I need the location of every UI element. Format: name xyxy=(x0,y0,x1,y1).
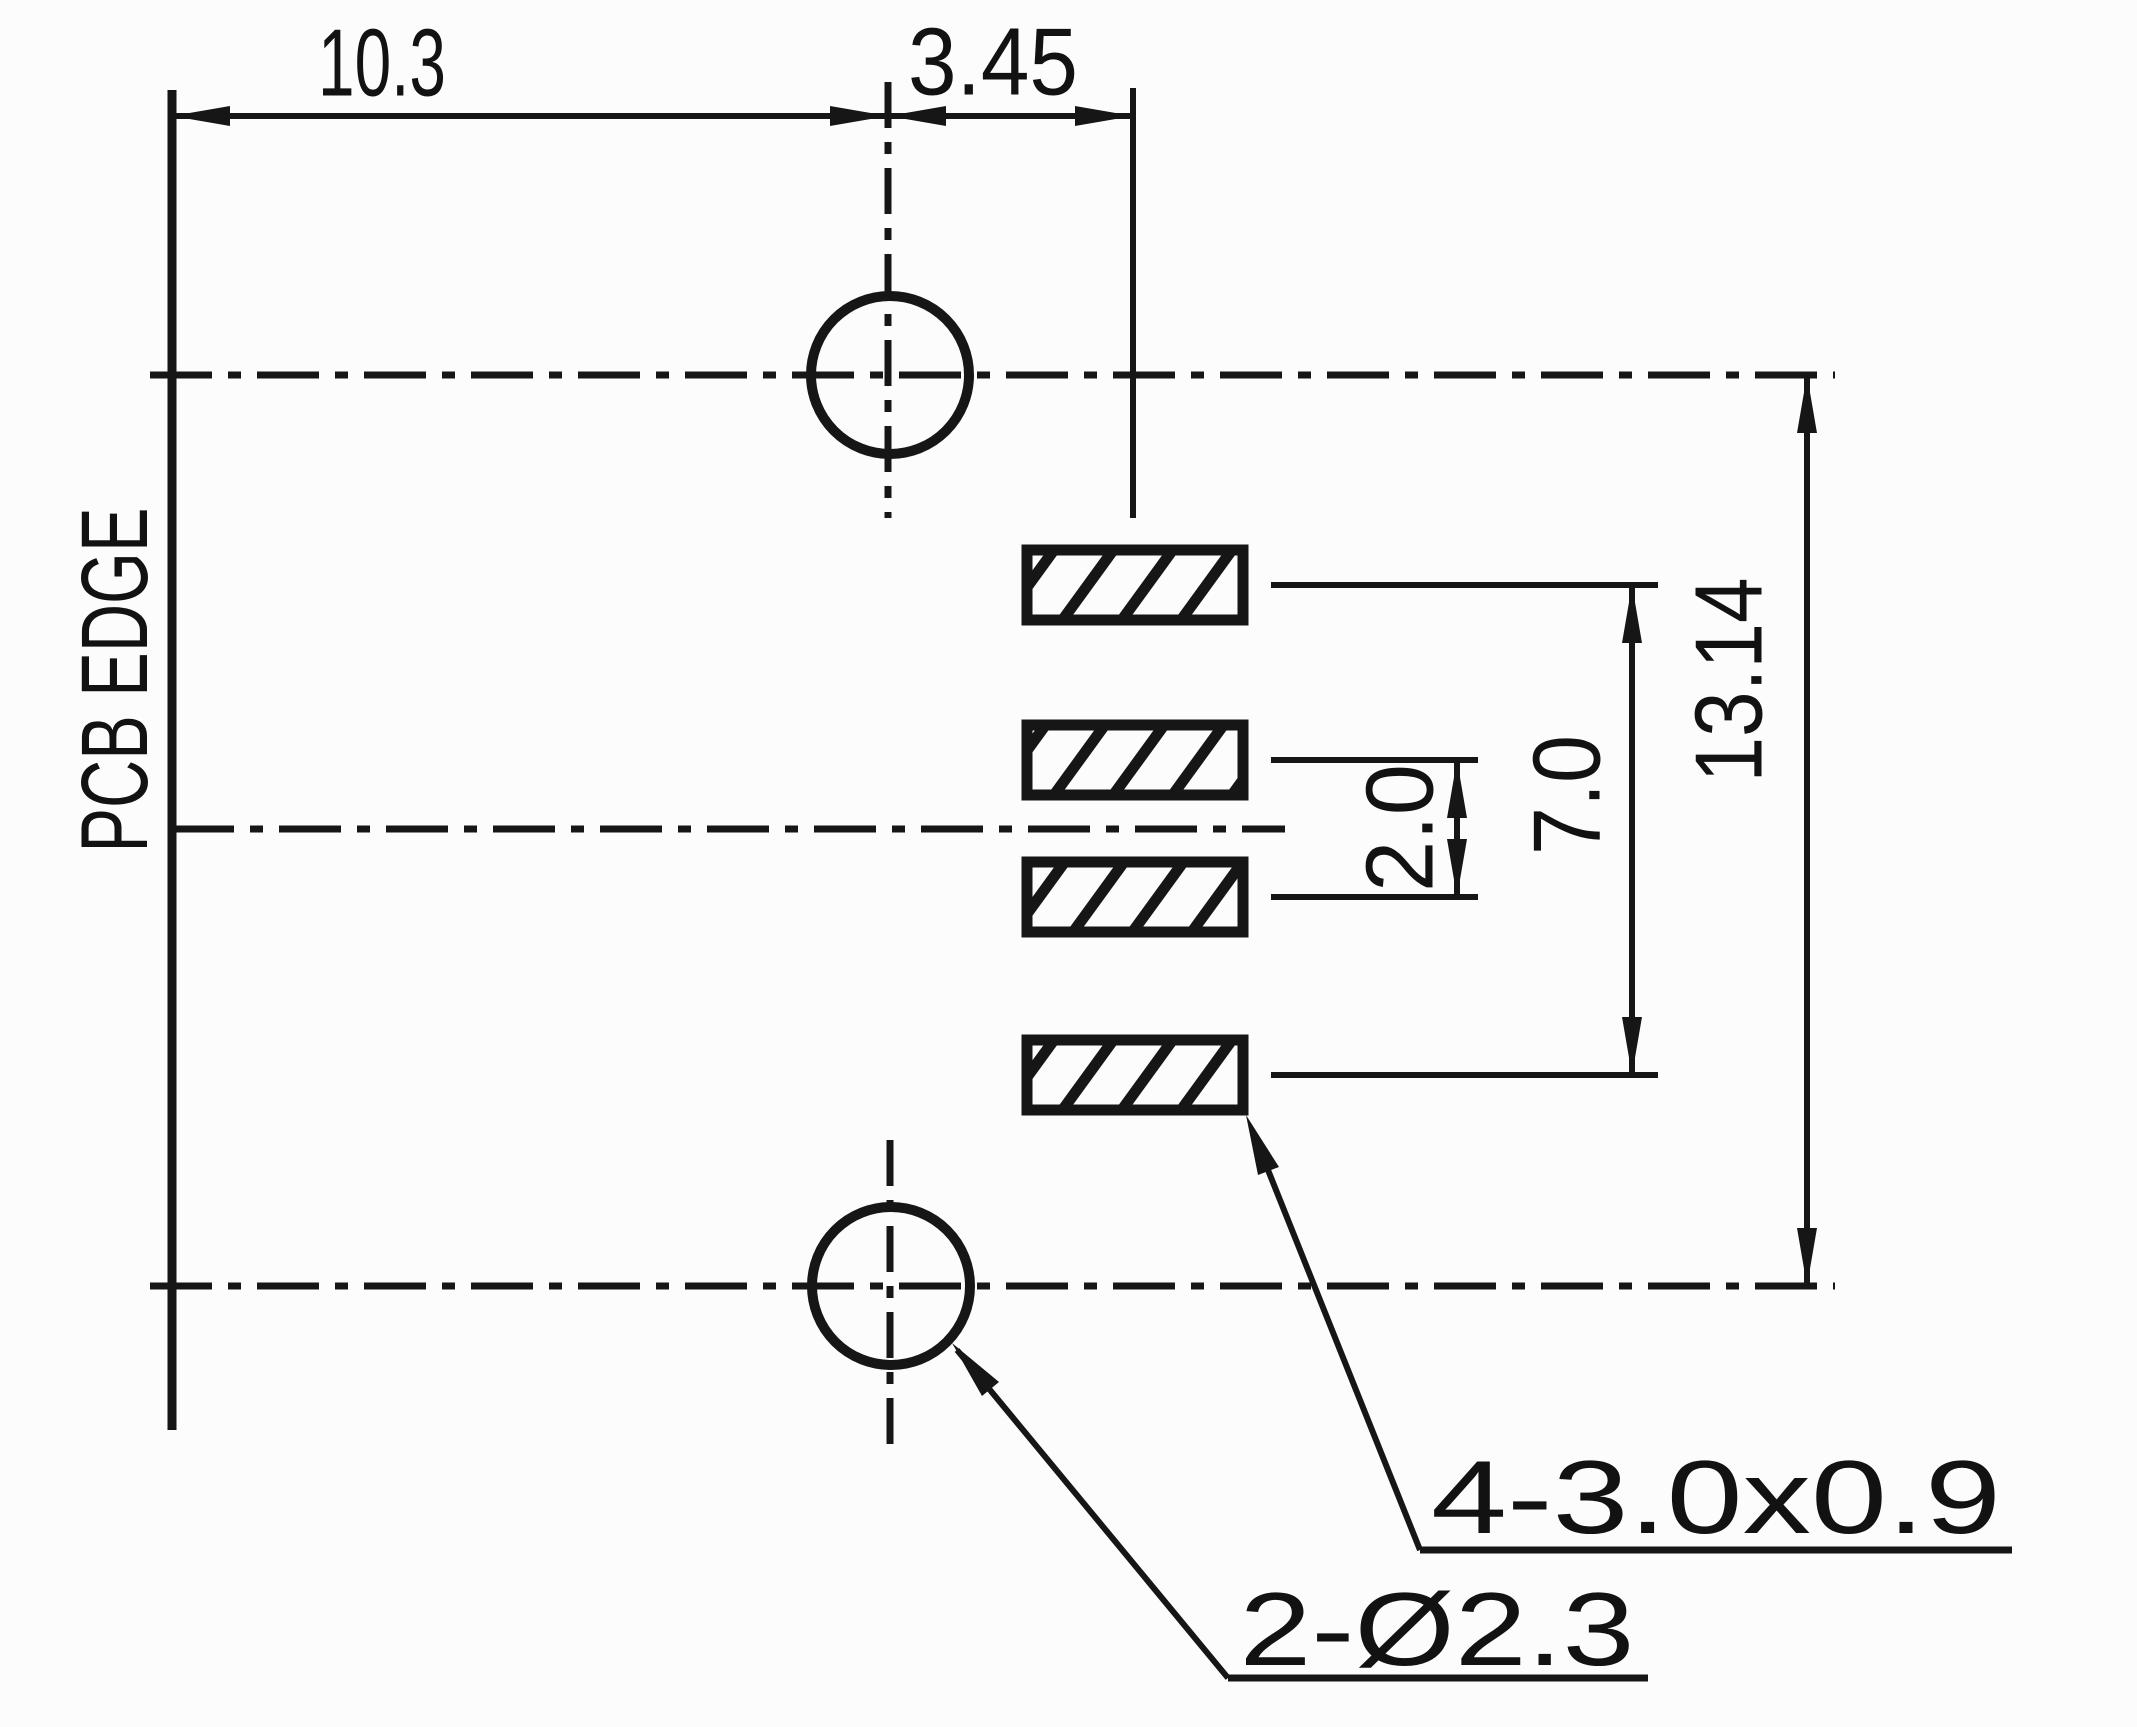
arrow-3-45-left xyxy=(888,106,946,126)
pcb-edge-label: PCB EDGE xyxy=(62,508,168,853)
arrow-13-14-bottom xyxy=(1797,1228,1817,1286)
mounting-hole-bottom xyxy=(807,1202,975,1370)
leader-arrow-holes xyxy=(952,1343,999,1396)
dim-label-edge-to-hole: 10.3 xyxy=(318,10,446,117)
solder-pad-3 xyxy=(1021,856,1249,938)
dim-label-hole-to-pads: 3.45 xyxy=(908,9,1078,116)
leader-arrow-pads xyxy=(1246,1115,1279,1175)
solder-pad-2 xyxy=(1021,719,1249,801)
arrow-2-0-top xyxy=(1447,760,1467,818)
arrow-7-0-top xyxy=(1622,585,1642,643)
arrow-10-3-left xyxy=(172,106,230,126)
note-holes-label: 2-Ø2.3 xyxy=(1240,1572,1635,1688)
arrow-2-0-bottom xyxy=(1447,839,1467,897)
solder-pad-1 xyxy=(1021,544,1249,626)
dim-label-inner-pitch: 2.0 xyxy=(1347,764,1454,892)
arrow-13-14-top xyxy=(1797,375,1817,433)
dim-label-hole-span: 13.14 xyxy=(1676,578,1783,783)
leader-line-pads xyxy=(1249,1128,1423,1552)
arrow-7-0-bottom xyxy=(1622,1017,1642,1075)
arrow-10-3-right xyxy=(830,106,888,126)
note-pads-label: 4-3.0x0.9 xyxy=(1431,1440,2001,1556)
solder-pad-4 xyxy=(1021,1034,1249,1116)
mounting-hole-top xyxy=(806,291,974,459)
dim-label-outer-span: 7.0 xyxy=(1514,735,1621,855)
arrow-3-45-right xyxy=(1075,106,1133,126)
leader-line-holes xyxy=(954,1348,1231,1680)
